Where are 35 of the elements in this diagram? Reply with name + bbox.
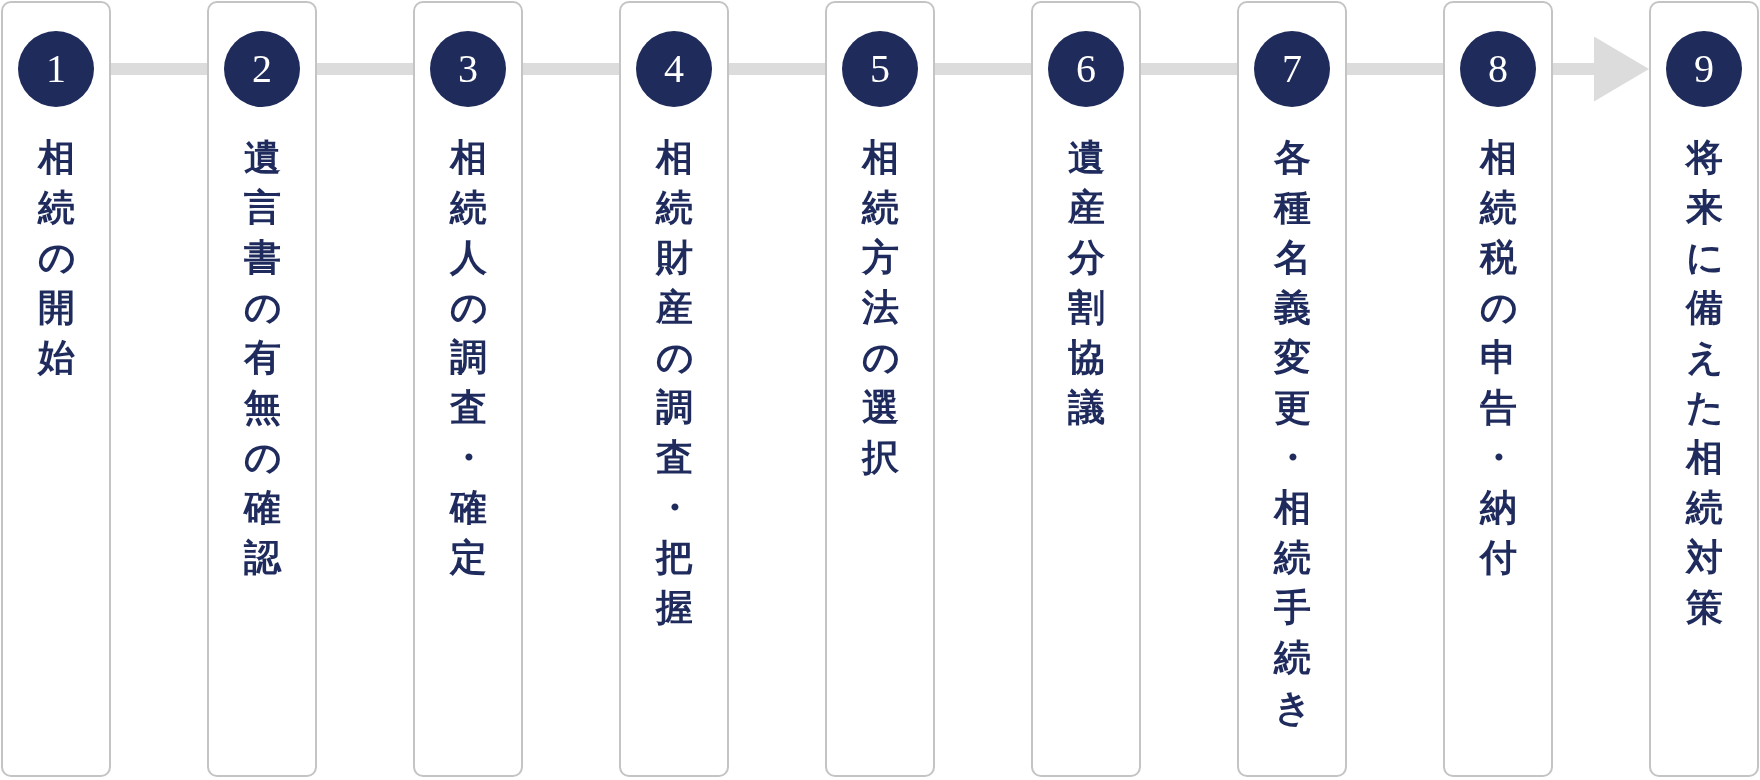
connector-line xyxy=(1347,63,1443,75)
step-label: 相続税の申告・納付 xyxy=(1479,136,1517,580)
step-card xyxy=(1,1,111,777)
step-label: 遺産分割協議 xyxy=(1067,136,1105,430)
step-card xyxy=(1031,1,1141,777)
step-label: 将来に備えた相続対策 xyxy=(1685,136,1723,630)
step-label: 相続の開始 xyxy=(37,136,75,380)
step-card xyxy=(413,1,523,777)
step-number: 4 xyxy=(636,31,712,107)
step-number: 2 xyxy=(224,31,300,107)
connector-line xyxy=(317,63,413,75)
step-number: 9 xyxy=(1666,31,1742,107)
connector-line xyxy=(111,63,207,75)
step-label: 各種名義変更・相続手続き xyxy=(1273,136,1311,730)
connector-line xyxy=(523,63,619,75)
step-label: 遺言書の有無の確認 xyxy=(243,136,281,580)
connector-line xyxy=(729,63,825,75)
step-label: 相続財産の調査・把握 xyxy=(655,136,693,630)
step-number: 3 xyxy=(430,31,506,107)
connector-line xyxy=(935,63,1031,75)
arrow xyxy=(1553,36,1649,102)
step-number: 1 xyxy=(18,31,94,107)
connector-line xyxy=(1141,63,1237,75)
step-card xyxy=(1649,1,1759,777)
step-number: 8 xyxy=(1460,31,1536,107)
step-card xyxy=(1443,1,1553,777)
step-card xyxy=(1237,1,1347,777)
step-card xyxy=(619,1,729,777)
step-card xyxy=(207,1,317,777)
step-number: 6 xyxy=(1048,31,1124,107)
step-number: 7 xyxy=(1254,31,1330,107)
step-label: 相続人の調査・確定 xyxy=(449,136,487,580)
step-number: 5 xyxy=(842,31,918,107)
step-label: 相続方法の選択 xyxy=(861,136,899,480)
step-card xyxy=(825,1,935,777)
